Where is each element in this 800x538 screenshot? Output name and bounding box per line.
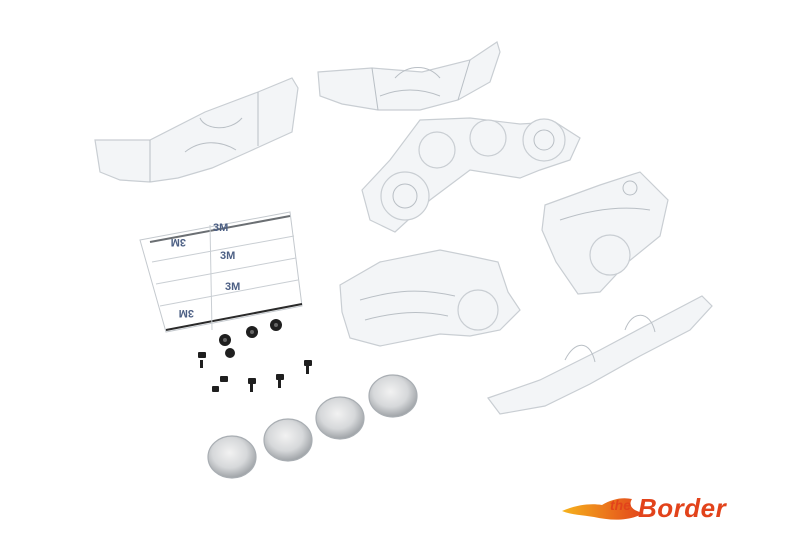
side-light-housing-left: [339, 249, 521, 347]
tape-brand-mark-1: 3M: [213, 222, 228, 234]
side-light-housing-right: [541, 171, 669, 295]
hex-nuts: [219, 319, 282, 358]
left-bumper-light-part: [94, 77, 299, 183]
logo-main-text: Border: [638, 493, 727, 523]
the-border-logo: the Border: [560, 487, 792, 527]
tape-brand-mark-2: 3M: [220, 250, 235, 262]
tape-brand-mark-3: 3M: [225, 281, 240, 293]
logo-small-text: the: [610, 497, 631, 513]
headlight-lenses: [207, 374, 418, 479]
headlight-cluster-upper: [361, 117, 581, 233]
tape-brand-mark-4: 3M: [171, 236, 186, 248]
double-sided-tape-sheet: 3M 3M 3M 3M 3M: [139, 211, 303, 333]
tape-brand-mark-5: 3M: [179, 307, 194, 319]
screws: [198, 352, 312, 392]
right-bumper-light-part: [317, 41, 501, 111]
flame-icon: [562, 498, 644, 520]
clear-lens-strip: [487, 295, 713, 415]
